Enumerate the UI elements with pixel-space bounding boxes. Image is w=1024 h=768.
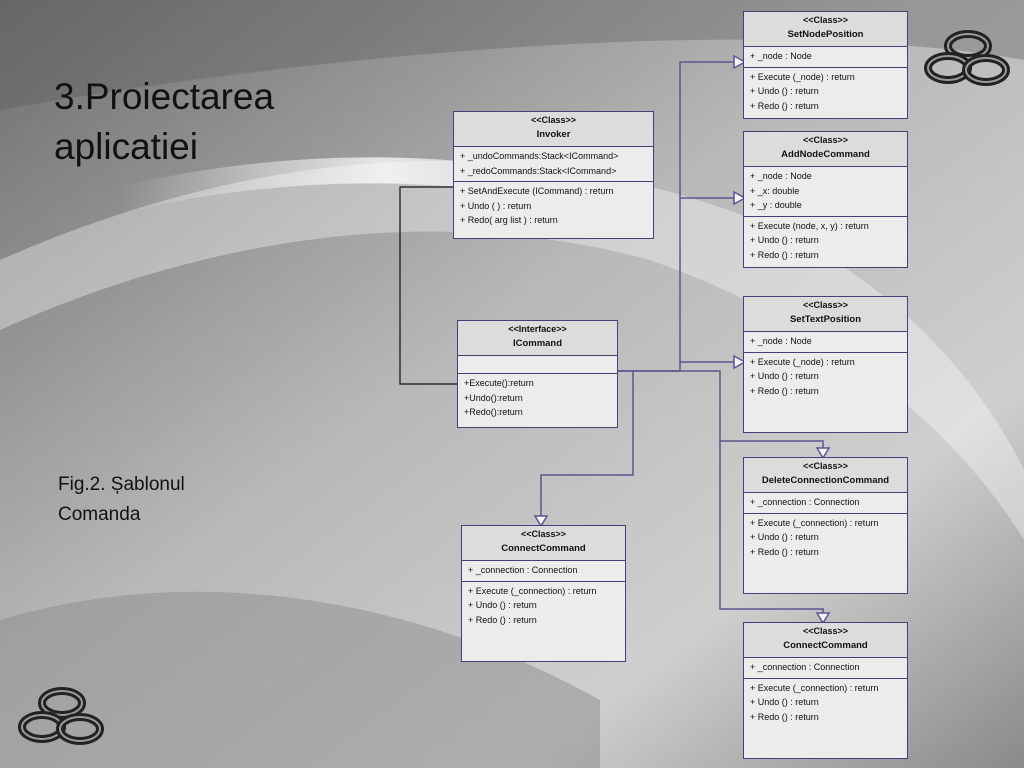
method-item: + Redo () : return bbox=[750, 385, 819, 396]
attributes-section: + _connection : Connection bbox=[744, 658, 907, 679]
class-name: ConnectCommand bbox=[501, 543, 586, 554]
method-item: + Execute (_connection) : return bbox=[750, 682, 879, 693]
method-item: + Undo ( ) : return bbox=[460, 200, 532, 211]
class-header: <<Class>> DeleteConnectionCommand bbox=[744, 458, 907, 493]
class-header: <<Class>> SetTextPosition bbox=[744, 297, 907, 332]
attribute-item: + _undoCommands:Stack<ICommand> bbox=[460, 151, 619, 161]
attribute-item: + _y : double bbox=[750, 200, 802, 210]
figure-caption-line-1: Fig.2. Șablonul bbox=[58, 474, 185, 495]
slide-title-line-1: 3.Proiectarea bbox=[54, 76, 275, 117]
method-item: + Undo () : return bbox=[750, 697, 819, 707]
interlocking-rings-logo-icon bbox=[924, 30, 1010, 86]
methods-section: + SetAndExecute (ICommand) : return + Un… bbox=[454, 182, 653, 231]
methods-section: + Execute (_node) : return + Undo () : r… bbox=[744, 353, 907, 402]
method-item: + Execute (_connection) : return bbox=[750, 517, 879, 528]
class-set-text-position[interactable]: <<Class>> SetTextPosition + _node : Node… bbox=[743, 296, 908, 433]
class-add-node-command[interactable]: <<Class>> AddNodeCommand + _node : Node … bbox=[743, 131, 908, 268]
interface-icommand[interactable]: <<Interface>> ICommand +Execute():return… bbox=[457, 320, 618, 428]
method-item: + Execute (_node) : return bbox=[750, 356, 855, 367]
method-item: + Redo () : return bbox=[750, 249, 819, 260]
attribute-item: + _connection : Connection bbox=[468, 565, 578, 575]
method-item: + Undo () : return bbox=[750, 371, 819, 381]
class-header: <<Class>> ConnectCommand bbox=[462, 526, 625, 561]
arrowhead-delete-connection-command bbox=[815, 447, 831, 460]
method-item: + Undo () : return bbox=[750, 235, 819, 245]
slide-title-line-2: aplicatiei bbox=[54, 126, 198, 167]
attribute-item: + _node : Node bbox=[750, 171, 812, 181]
slide-title: 3.Proiectarea aplicatiei bbox=[54, 72, 274, 172]
stereotype-label: <<Class>> bbox=[802, 626, 849, 636]
class-name: SetNodePosition bbox=[787, 29, 864, 40]
stereotype-label: <<Class>> bbox=[530, 115, 577, 125]
method-item: + Undo () : return bbox=[750, 532, 819, 542]
methods-section: + Execute (_connection) : return + Undo … bbox=[744, 679, 907, 728]
method-item: + Execute (_connection) : return bbox=[468, 585, 597, 596]
class-header: <<Class>> SetNodePosition bbox=[744, 12, 907, 47]
class-header: <<Class>> ConnectCommand bbox=[744, 623, 907, 658]
class-name: Invoker bbox=[536, 129, 571, 140]
attribute-item: + _node : Node bbox=[750, 51, 812, 61]
stereotype-label: <<Class>> bbox=[802, 461, 849, 471]
class-connect-command-right[interactable]: <<Class>> ConnectCommand + _connection :… bbox=[743, 622, 908, 759]
methods-section: +Execute():return +Undo():return +Redo()… bbox=[458, 374, 617, 423]
attributes-section bbox=[458, 356, 617, 374]
class-header: <<Class>> AddNodeCommand bbox=[744, 132, 907, 167]
arrowhead-set-node-position bbox=[733, 54, 747, 70]
stereotype-label: <<Class>> bbox=[520, 529, 567, 539]
class-name: ICommand bbox=[512, 338, 563, 349]
attributes-section: + _undoCommands:Stack<ICommand> + _redoC… bbox=[454, 147, 653, 182]
attributes-section: + _node : Node bbox=[744, 332, 907, 353]
class-invoker[interactable]: <<Class>> Invoker + _undoCommands:Stack<… bbox=[453, 111, 654, 239]
class-name: SetTextPosition bbox=[789, 314, 862, 325]
methods-section: + Execute (_connection) : return + Undo … bbox=[462, 582, 625, 631]
arrowhead-add-node-command bbox=[733, 190, 747, 206]
methods-section: + Execute (_node) : return + Undo () : r… bbox=[744, 68, 907, 117]
method-item: + Undo () : return bbox=[750, 86, 819, 96]
stereotype-label: <<Class>> bbox=[802, 300, 849, 310]
method-item: +Undo():return bbox=[464, 392, 523, 403]
attribute-item: + _redoCommands:Stack<ICommand> bbox=[460, 165, 617, 176]
stereotype-label: <<Class>> bbox=[802, 135, 849, 145]
invoker-icommand-association bbox=[399, 186, 457, 385]
attributes-section: + _connection : Connection bbox=[462, 561, 625, 582]
attribute-item: + _node : Node bbox=[750, 336, 812, 346]
method-item: +Execute():return bbox=[464, 378, 534, 388]
stereotype-label: <<Interface>> bbox=[508, 324, 567, 334]
attributes-section: + _node : Node bbox=[744, 47, 907, 68]
arrowhead-connect-command-right bbox=[815, 612, 831, 625]
arrowhead-set-text-position bbox=[733, 354, 747, 370]
methods-section: + Execute (_connection) : return + Undo … bbox=[744, 514, 907, 563]
class-header: <<Interface>> ICommand bbox=[458, 321, 617, 356]
class-name: ConnectCommand bbox=[783, 640, 868, 651]
class-name: AddNodeCommand bbox=[781, 149, 870, 160]
method-item: +Redo():return bbox=[464, 407, 523, 417]
stereotype-label: <<Class>> bbox=[802, 15, 849, 25]
method-item: + Execute (_node) : return bbox=[750, 71, 855, 82]
method-item: + Redo () : return bbox=[750, 100, 819, 111]
class-delete-connection-command[interactable]: <<Class>> DeleteConnectionCommand + _con… bbox=[743, 457, 908, 594]
attributes-section: + _node : Node + _x: double + _y : doubl… bbox=[744, 167, 907, 217]
method-item: + Redo () : return bbox=[750, 546, 819, 557]
class-set-node-position[interactable]: <<Class>> SetNodePosition + _node : Node… bbox=[743, 11, 908, 119]
method-item: + Undo () : return bbox=[468, 600, 537, 610]
figure-caption-line-2: Comanda bbox=[58, 504, 141, 525]
method-item: + Redo( arg list ) : return bbox=[460, 215, 558, 225]
class-name: DeleteConnectionCommand bbox=[761, 475, 890, 486]
class-connect-command-left[interactable]: <<Class>> ConnectCommand + _connection :… bbox=[461, 525, 626, 662]
realization-connect-command-left bbox=[540, 371, 634, 519]
methods-section: + Execute (node, x, y) : return + Undo (… bbox=[744, 217, 907, 266]
class-header: <<Class>> Invoker bbox=[454, 112, 653, 147]
attributes-section: + _connection : Connection bbox=[744, 493, 907, 514]
method-item: + Execute (node, x, y) : return bbox=[750, 220, 869, 231]
attribute-item: + _connection : Connection bbox=[750, 497, 860, 507]
arrowhead-connect-command-left bbox=[533, 515, 549, 528]
method-item: + Redo () : return bbox=[750, 711, 819, 722]
method-item: + SetAndExecute (ICommand) : return bbox=[460, 186, 614, 196]
attribute-item: + _x: double bbox=[750, 185, 800, 196]
figure-caption: Fig.2. Șablonul Comanda bbox=[58, 470, 185, 530]
interlocking-rings-logo-icon bbox=[18, 687, 104, 745]
attribute-item: + _connection : Connection bbox=[750, 662, 860, 672]
method-item: + Redo () : return bbox=[468, 614, 537, 625]
